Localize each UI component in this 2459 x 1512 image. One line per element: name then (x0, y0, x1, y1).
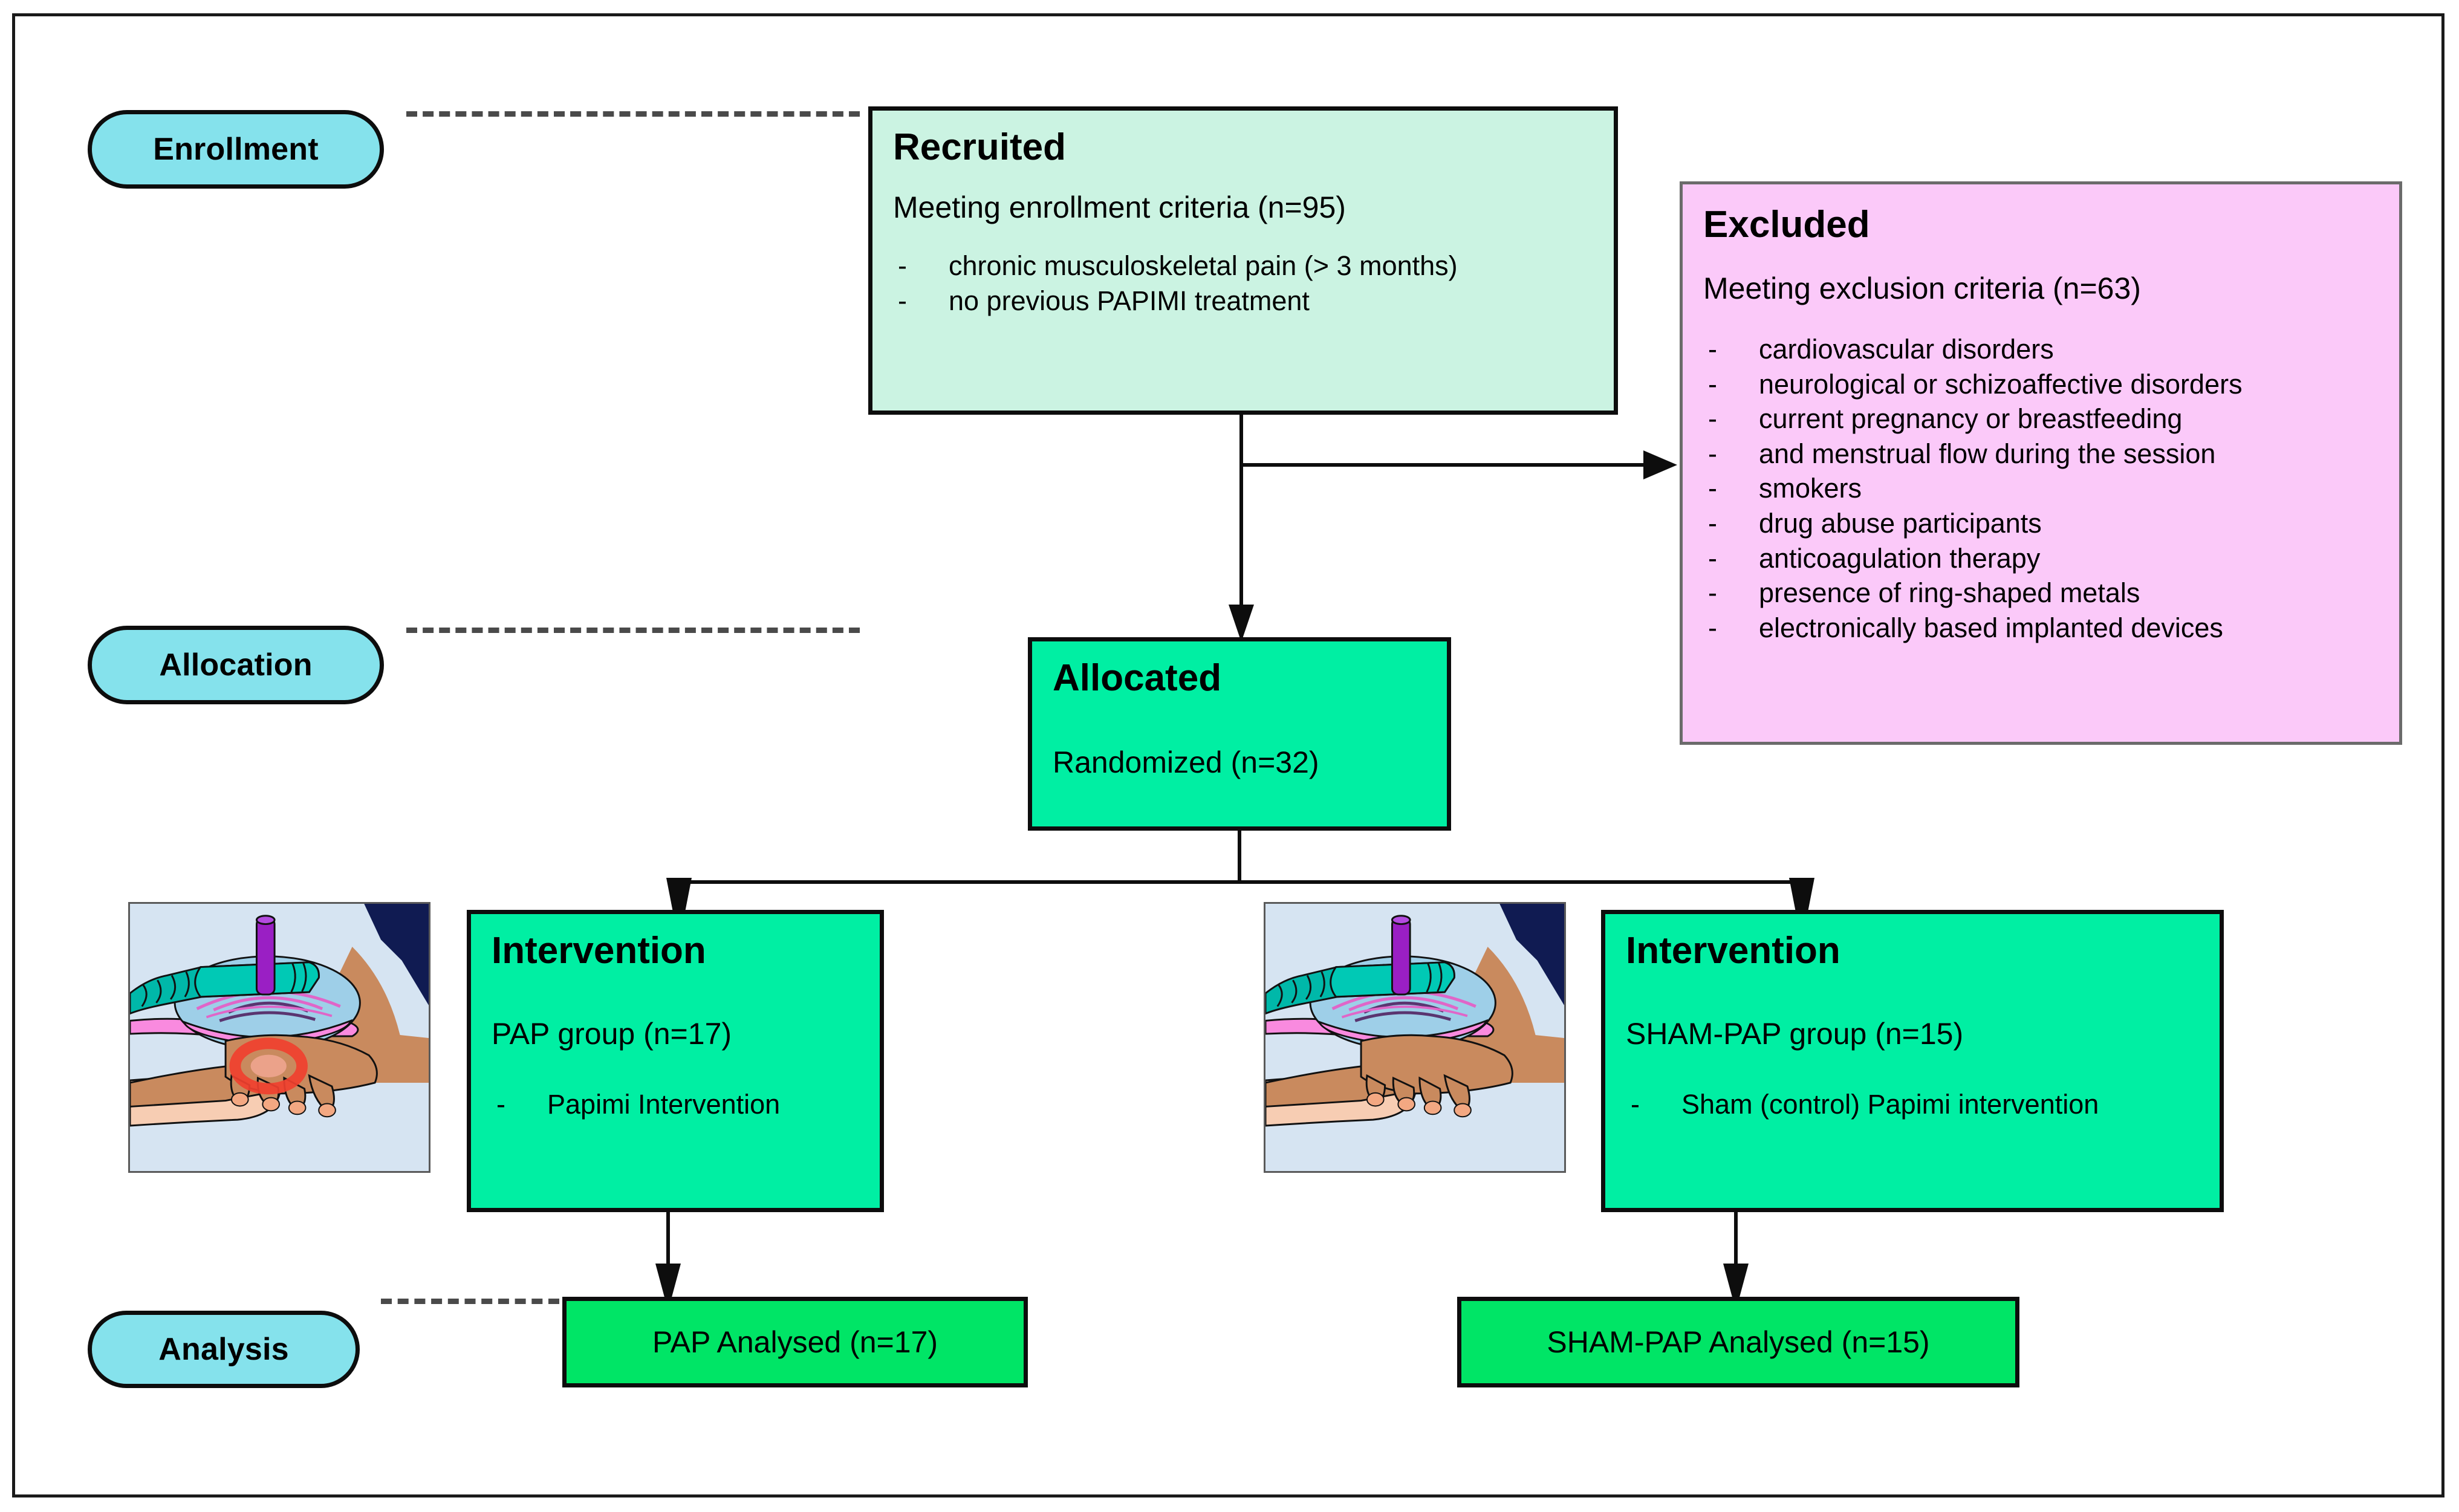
list-item: current pregnancy or breastfeeding (1703, 401, 2379, 436)
box-intervention-sham-title: Intervention (1626, 930, 1840, 972)
stage-pill-allocation[interactable]: Allocation (88, 626, 384, 704)
list-item: anticoagulation therapy (1703, 541, 2379, 576)
box-intervention-pap-subtitle: PAP group (n=17) (492, 1017, 732, 1051)
papimi-treatment-illustration (128, 902, 430, 1173)
connector-sham-to-analysis (1734, 1212, 1738, 1291)
sham-papimi-treatment-illustration (1264, 902, 1566, 1173)
box-analysed-pap-label: PAP Analysed (n=17) (652, 1325, 938, 1359)
stage-pill-analysis[interactable]: Analysis (88, 1311, 360, 1388)
stage-pill-enrollment-label: Enrollment (153, 132, 319, 167)
list-item: Sham (control) Papimi intervention (1626, 1087, 2199, 1122)
box-recruited-title: Recruited (893, 126, 1066, 168)
box-analysed-sham[interactable]: SHAM-PAP Analysed (n=15) (1457, 1297, 2019, 1387)
list-item: chronic musculoskeletal pain (> 3 months… (893, 248, 1593, 284)
connector-recruited-to-excluded (1239, 463, 1646, 467)
box-allocated-title: Allocated (1053, 657, 1222, 699)
papimi-illustration-svg (130, 904, 429, 1171)
list-item: presence of ring-shaped metals (1703, 576, 2379, 611)
connector-split-horizontal (677, 880, 1802, 884)
connector-pap-to-analysis (666, 1212, 670, 1291)
stage-pill-allocation-label: Allocation (159, 647, 313, 683)
list-item: electronically based implanted devices (1703, 611, 2379, 646)
list-item: Papimi Intervention (492, 1087, 859, 1122)
box-intervention-sham-subtitle: SHAM-PAP group (n=15) (1626, 1017, 1964, 1051)
list-item: cardiovascular disorders (1703, 332, 2379, 367)
box-intervention-pap-title: Intervention (492, 930, 706, 972)
box-intervention-sham-list: Sham (control) Papimi intervention (1626, 1087, 2199, 1122)
box-allocated-subtitle: Randomized (n=32) (1053, 745, 1319, 780)
list-item: neurological or schizoaffective disorder… (1703, 367, 2379, 402)
box-excluded[interactable]: Excluded Meeting exclusion criteria (n=6… (1680, 181, 2402, 745)
box-allocated[interactable]: Allocated Randomized (n=32) (1028, 637, 1451, 831)
list-item: drug abuse participants (1703, 506, 2379, 541)
list-item: and menstrual flow during the session (1703, 436, 2379, 472)
box-analysed-sham-label: SHAM-PAP Analysed (n=15) (1547, 1325, 1930, 1359)
box-recruited[interactable]: Recruited Meeting enrollment criteria (n… (868, 106, 1618, 415)
arrow-to-excluded (1643, 450, 1677, 479)
connector-recruited-down (1239, 415, 1243, 640)
sham-papimi-illustration-svg (1265, 904, 1564, 1171)
box-recruited-subtitle: Meeting enrollment criteria (n=95) (893, 190, 1346, 225)
box-recruited-criteria-list: chronic musculoskeletal pain (> 3 months… (893, 248, 1593, 318)
box-excluded-subtitle: Meeting exclusion criteria (n=63) (1703, 271, 2141, 306)
box-excluded-criteria-list: cardiovascular disorders neurological or… (1703, 332, 2379, 645)
arrow-recruited-to-allocated (1229, 605, 1254, 642)
box-excluded-title: Excluded (1703, 204, 1870, 245)
stage-divider-allocation (406, 628, 860, 633)
stage-divider-enrollment (406, 111, 860, 117)
stage-divider-analysis (381, 1299, 559, 1304)
box-intervention-pap[interactable]: Intervention PAP group (n=17) Papimi Int… (467, 910, 884, 1212)
connector-allocated-down (1238, 831, 1241, 883)
list-item: smokers (1703, 471, 2379, 506)
stage-pill-analysis-label: Analysis (158, 1332, 289, 1367)
box-intervention-sham[interactable]: Intervention SHAM-PAP group (n=15) Sham … (1601, 910, 2224, 1212)
list-item: no previous PAPIMI treatment (893, 284, 1593, 319)
box-analysed-pap[interactable]: PAP Analysed (n=17) (562, 1297, 1028, 1387)
stage-pill-enrollment[interactable]: Enrollment (88, 110, 384, 189)
box-intervention-pap-list: Papimi Intervention (492, 1087, 859, 1122)
